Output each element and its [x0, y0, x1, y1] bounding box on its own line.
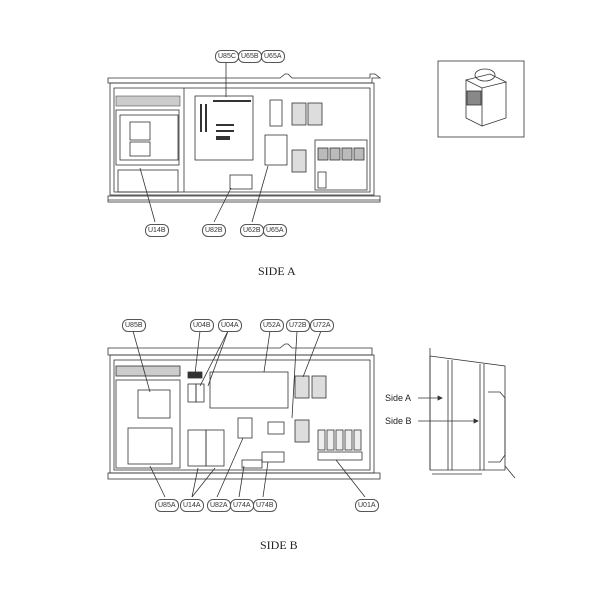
callout-label: U85B: [122, 319, 146, 332]
callout-label: U72B: [286, 319, 310, 332]
side-a-pointer-label: Side A: [385, 393, 412, 403]
callout-label: U85A: [155, 499, 179, 512]
side-b-caption: SIDE B: [260, 538, 298, 552]
side-b-panel: [107, 343, 381, 480]
callout-label: U65A: [261, 50, 285, 63]
side-b-pointer-label: Side B: [385, 416, 412, 426]
side-view-drawing: [418, 348, 516, 479]
callout-label: U01A: [355, 499, 379, 512]
callout-label: U85C: [215, 50, 239, 63]
callout-label: U62B: [240, 224, 264, 237]
callout-label: U14A: [180, 499, 204, 512]
callout-label: U82B: [202, 224, 226, 237]
outdoor-unit-icon: [464, 68, 508, 127]
callout-label: U04B: [190, 319, 214, 332]
callout-label: U14B: [145, 224, 169, 237]
thumbnail-frame: [437, 60, 525, 138]
callout-label: U74A: [230, 499, 254, 512]
side-a-panel: [107, 73, 382, 203]
callout-label: U74B: [253, 499, 277, 512]
callout-label: U82A: [207, 499, 231, 512]
callout-label: U65A: [263, 224, 287, 237]
side-a-caption: SIDE A: [258, 264, 296, 278]
callout-label: U72A: [310, 319, 334, 332]
callout-label: U65B: [238, 50, 262, 63]
callout-label: U04A: [218, 319, 242, 332]
callout-label: U52A: [260, 319, 284, 332]
